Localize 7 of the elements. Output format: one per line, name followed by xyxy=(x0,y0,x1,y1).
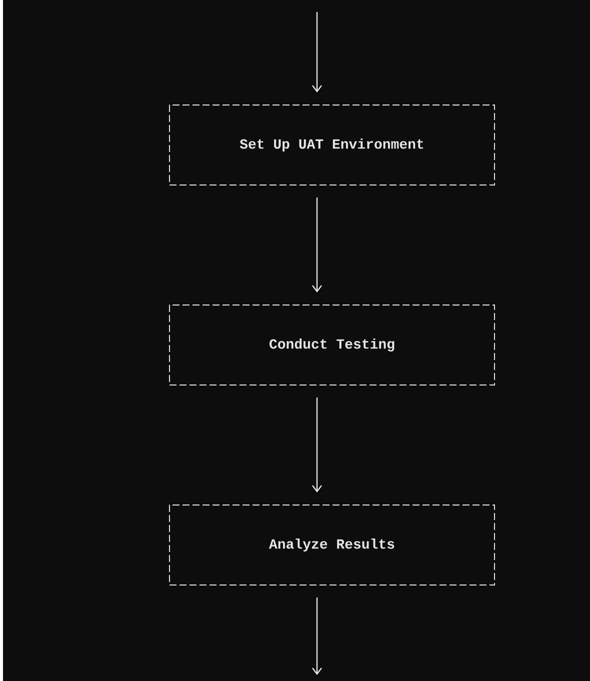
process-box: Set Up UAT Environment xyxy=(169,104,495,186)
arrow xyxy=(312,598,322,675)
arrow xyxy=(312,398,322,492)
arrow xyxy=(312,198,322,292)
arrow xyxy=(312,12,322,92)
process-box: Conduct Testing xyxy=(169,304,495,386)
process-box: Analyze Results xyxy=(169,504,495,586)
